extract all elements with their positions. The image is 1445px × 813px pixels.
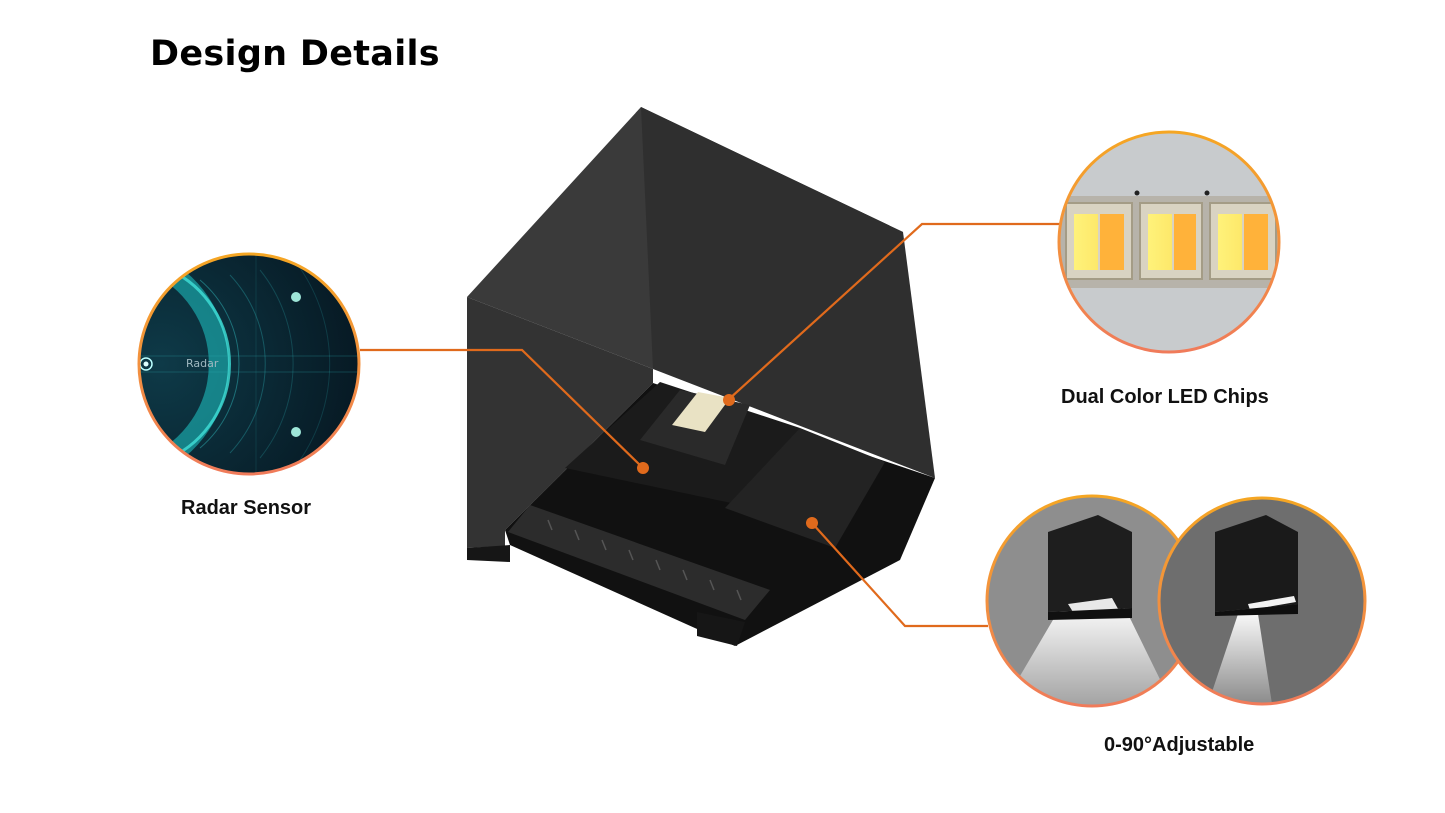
radar-callout-line xyxy=(360,348,644,469)
adjust-callout-line xyxy=(811,522,988,628)
adjustable-inset-wide xyxy=(985,494,1199,708)
radar-sensor-caption: Radar Sensor xyxy=(181,497,312,519)
page-title: Design Details xyxy=(150,34,440,74)
led-chip-1 xyxy=(1065,202,1133,280)
led-chips-caption: Dual Color LED Chips xyxy=(1061,386,1269,408)
adjustable-caption: 0-90°Adjustable xyxy=(1104,734,1255,756)
callout-lines xyxy=(360,222,1060,628)
adjustable-inset-narrow xyxy=(1157,496,1367,706)
radar-marker-dot xyxy=(637,462,649,474)
led-chip-3 xyxy=(1209,202,1277,280)
adjust-marker-dot xyxy=(806,517,818,529)
led-chips-inset xyxy=(1057,130,1281,354)
led-callout-line xyxy=(727,222,1060,401)
wall-light-product xyxy=(467,107,935,646)
led-chip-2 xyxy=(1139,202,1203,280)
radar-inset-label: Radar xyxy=(186,357,219,370)
radar-sensor-inset: Radar xyxy=(137,252,361,476)
led-marker-dot xyxy=(723,394,735,406)
